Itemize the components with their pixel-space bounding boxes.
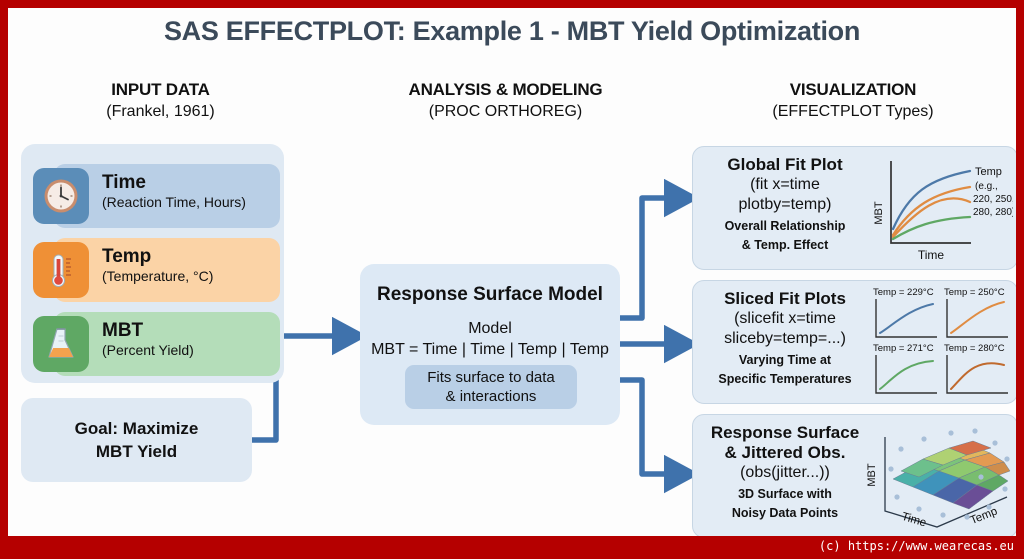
viz-code-line-2: sliceby=temp=...)	[724, 330, 846, 347]
viz-global-text: Global Fit Plot (fit x=time plotby=temp)…	[699, 155, 871, 253]
viz-code-line-1: (fit x=time	[750, 176, 820, 193]
connector-model-to-global	[617, 178, 700, 321]
global-legend-title: Temp	[975, 166, 1002, 178]
viz-note-line-2: Specific Temperatures	[718, 372, 852, 386]
viz-panel-global-fit[interactable]: Global Fit Plot (fit x=time plotby=temp)…	[692, 146, 1016, 270]
column-header-visualization-title: VISUALIZATION	[789, 80, 917, 99]
sliced-panel-label-3: Temp = 271°C	[873, 343, 934, 354]
viz-code-line-1: (obs(jitter...))	[740, 464, 830, 481]
viz-panel-sliced-fit[interactable]: Sliced Fit Plots (slicefit x=time sliceb…	[692, 280, 1016, 404]
sliced-panel-label-1: Temp = 229°C	[873, 287, 934, 298]
flask-icon	[33, 316, 89, 372]
variable-name: MBT	[102, 320, 144, 341]
model-chip-text: Fits surface to data & interactions	[427, 368, 555, 406]
viz-title-line-2: & Jittered Obs.	[724, 443, 846, 462]
thermometer-icon	[33, 242, 89, 298]
viz-note-line-1: Overall Relationship	[724, 219, 846, 233]
variable-card-time[interactable]: Time (Reaction Time, Hours)	[33, 164, 280, 228]
variable-description: (Reaction Time, Hours)	[102, 194, 246, 210]
column-header-visualization: VISUALIZATION (EFFECTPLOT Types)	[698, 80, 1008, 121]
column-header-input: INPUT DATA (Frankel, 1961)	[38, 80, 283, 121]
global-series-blue	[891, 169, 972, 231]
global-series-orange-b	[891, 197, 972, 239]
global-fit-ylabel: MBT	[873, 201, 885, 225]
variable-name: Time	[102, 172, 147, 193]
sliced-curve-1	[879, 303, 934, 334]
global-series-green	[891, 215, 972, 241]
viz-surface-text: Response Surface & Jittered Obs. (obs(ji…	[699, 423, 871, 521]
watermark-text: (c) https://www.wearecas.eu	[818, 539, 1014, 553]
surface-zlabel: MBT	[866, 463, 878, 487]
variable-card-temp[interactable]: Temp (Temperature, °C)	[33, 238, 280, 302]
global-legend-note: (e.g.,	[975, 181, 998, 192]
surface-mesh	[892, 440, 1011, 510]
clock-icon	[33, 168, 89, 224]
diagram-canvas: SAS EFFECTPLOT: Example 1 - MBT Yield Op…	[8, 8, 1016, 536]
model-chip: Fits surface to data & interactions	[405, 365, 577, 409]
page-title: SAS EFFECTPLOT: Example 1 - MBT Yield Op…	[163, 16, 861, 46]
variable-card-time-text: Time (Reaction Time, Hours)	[102, 172, 246, 211]
viz-code-line-1: (slicefit x=time	[734, 310, 836, 327]
variable-card-temp-text: Temp (Temperature, °C)	[102, 246, 213, 285]
model-equation: Model MBT = Time | Time | Temp | Temp	[360, 318, 620, 360]
sliced-panel-label-2: Temp = 250°C	[944, 287, 1005, 298]
sliced-fit-grid: Temp = 229°C Temp = 250°C Temp = 271°C T…	[871, 285, 1013, 404]
variable-name: Temp	[102, 246, 152, 267]
column-header-analysis-subtitle: (PROC ORTHOREG)	[428, 103, 583, 120]
global-fit-xlabel: Time	[918, 248, 945, 262]
global-legend-values-1: 220, 250,	[973, 194, 1013, 205]
response-surface-chart: MBT	[861, 419, 1013, 536]
column-header-analysis: ANALYSIS & MODELING (PROC ORTHOREG)	[353, 80, 658, 121]
sliced-curve-4	[950, 362, 1005, 390]
footer-bar: (c) https://www.wearecas.eu	[0, 536, 1024, 559]
viz-note-line-1: Varying Time at	[738, 353, 832, 367]
sliced-curve-2	[950, 301, 1005, 334]
input-data-group: Time (Reaction Time, Hours)	[21, 144, 284, 383]
goal-line-1: Goal: Maximize	[74, 419, 199, 438]
viz-title-line-1: Response Surface	[710, 423, 860, 442]
variable-description: (Temperature, °C)	[102, 268, 214, 284]
column-header-input-title: INPUT DATA	[111, 80, 210, 99]
column-header-analysis-title: ANALYSIS & MODELING	[408, 80, 603, 99]
column-header-input-subtitle: (Frankel, 1961)	[106, 103, 215, 120]
model-title: Response Surface Model	[377, 284, 603, 305]
variable-card-mbt[interactable]: MBT (Percent Yield)	[33, 312, 280, 376]
viz-title: Global Fit Plot	[727, 155, 843, 174]
global-series-orange-a	[891, 185, 972, 237]
viz-note-line-2: & Temp. Effect	[741, 238, 829, 252]
viz-note-line-1: 3D Surface with	[738, 487, 832, 501]
surface-jittered-points	[888, 428, 1010, 520]
connector-model-to-surface	[617, 377, 700, 494]
sliced-panel-label-4: Temp = 280°C	[944, 343, 1005, 354]
goal-line-2: MBT Yield	[95, 442, 178, 461]
goal-box[interactable]: Goal: Maximize MBT Yield	[21, 398, 252, 482]
variable-description: (Percent Yield)	[102, 342, 194, 358]
viz-code-line-2: plotby=temp)	[738, 196, 832, 213]
global-fit-chart: MBT Time Temp (e.g., 220, 250, 280, 280)	[871, 151, 1015, 270]
sliced-curve-3	[879, 360, 934, 390]
model-chip-line-1: Fits surface to data	[427, 369, 555, 386]
goal-text: Goal: Maximize MBT Yield	[75, 417, 199, 463]
model-chip-line-2: & interactions	[445, 388, 537, 405]
response-surface-model-box[interactable]: Response Surface Model Model MBT = Time …	[360, 264, 620, 425]
global-legend-values-2: 280, 280)	[973, 207, 1013, 218]
viz-title: Sliced Fit Plots	[724, 289, 846, 308]
viz-panel-response-surface[interactable]: Response Surface & Jittered Obs. (obs(ji…	[692, 414, 1016, 536]
viz-sliced-text: Sliced Fit Plots (slicefit x=time sliceb…	[699, 289, 871, 387]
model-label: Model	[468, 320, 512, 337]
variable-card-mbt-text: MBT (Percent Yield)	[102, 320, 194, 359]
viz-note-line-2: Noisy Data Points	[731, 506, 839, 520]
column-header-visualization-subtitle: (EFFECTPLOT Types)	[772, 103, 934, 120]
model-formula: MBT = Time | Time | Temp | Temp	[371, 341, 609, 358]
